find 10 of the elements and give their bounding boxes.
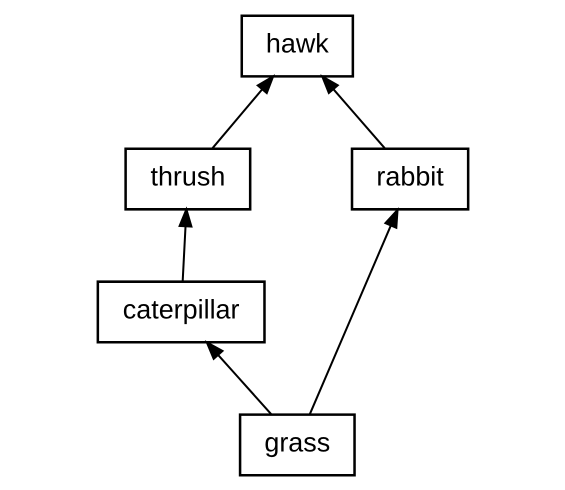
node-box: thrush — [124, 146, 251, 210]
arrow — [210, 74, 275, 149]
node-box: grass — [238, 412, 356, 476]
node-box: rabbit — [350, 146, 469, 210]
arrow — [320, 74, 386, 149]
node-box: caterpillar — [96, 280, 266, 344]
arrow — [204, 340, 272, 415]
node-box: hawk — [240, 14, 354, 78]
arrow — [308, 206, 398, 414]
arrow — [178, 206, 192, 282]
